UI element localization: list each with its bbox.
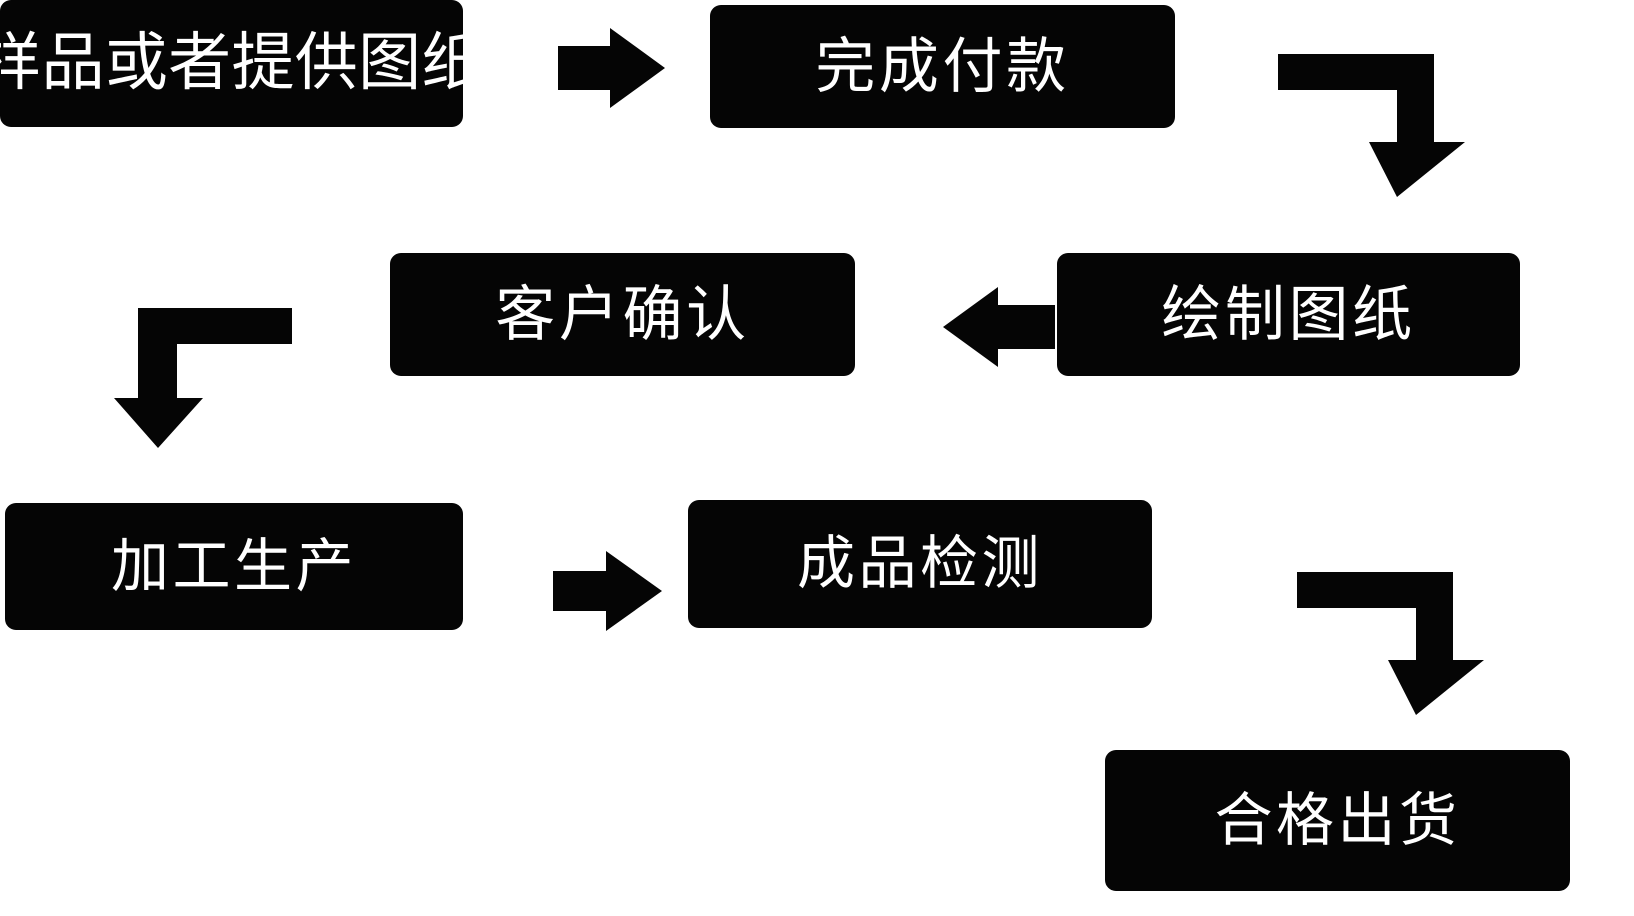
flow-node-inspect-label: 成品检测	[797, 531, 1043, 596]
flow-node-drawing-label: 绘制图纸	[1161, 280, 1416, 348]
flow-node-inspect[interactable]: 成品检测	[688, 500, 1152, 628]
arrow-elbow-down-icon-payment-to-drawing	[1278, 54, 1465, 197]
arrow-right-icon-sample-to-payment	[558, 28, 665, 108]
flow-node-drawing[interactable]: 绘制图纸	[1057, 253, 1520, 376]
flow-node-ship[interactable]: 合格出货	[1105, 750, 1570, 891]
arrow-right-icon-production-to-inspect	[553, 551, 662, 631]
flow-node-ship-label: 合格出货	[1214, 787, 1461, 853]
flow-node-sample[interactable]: 样品或者提供图纸	[0, 0, 484, 127]
arrow-elbow-down-icon-confirm-to-production	[114, 308, 292, 448]
flow-node-confirm[interactable]: 客户确认	[390, 253, 855, 376]
flow-node-production[interactable]: 加工生产	[5, 503, 463, 630]
arrow-elbow-down-icon-inspect-to-ship	[1297, 572, 1484, 715]
flow-node-production-label: 加工生产	[111, 533, 357, 599]
flow-node-payment[interactable]: 完成付款	[710, 5, 1175, 128]
flow-node-sample-label: 样品或者提供图纸	[0, 28, 485, 98]
flow-node-confirm-label: 客户确认	[495, 280, 750, 348]
flow-node-payment-label: 完成付款	[815, 32, 1070, 100]
arrow-left-icon-drawing-to-confirm	[943, 287, 1055, 367]
